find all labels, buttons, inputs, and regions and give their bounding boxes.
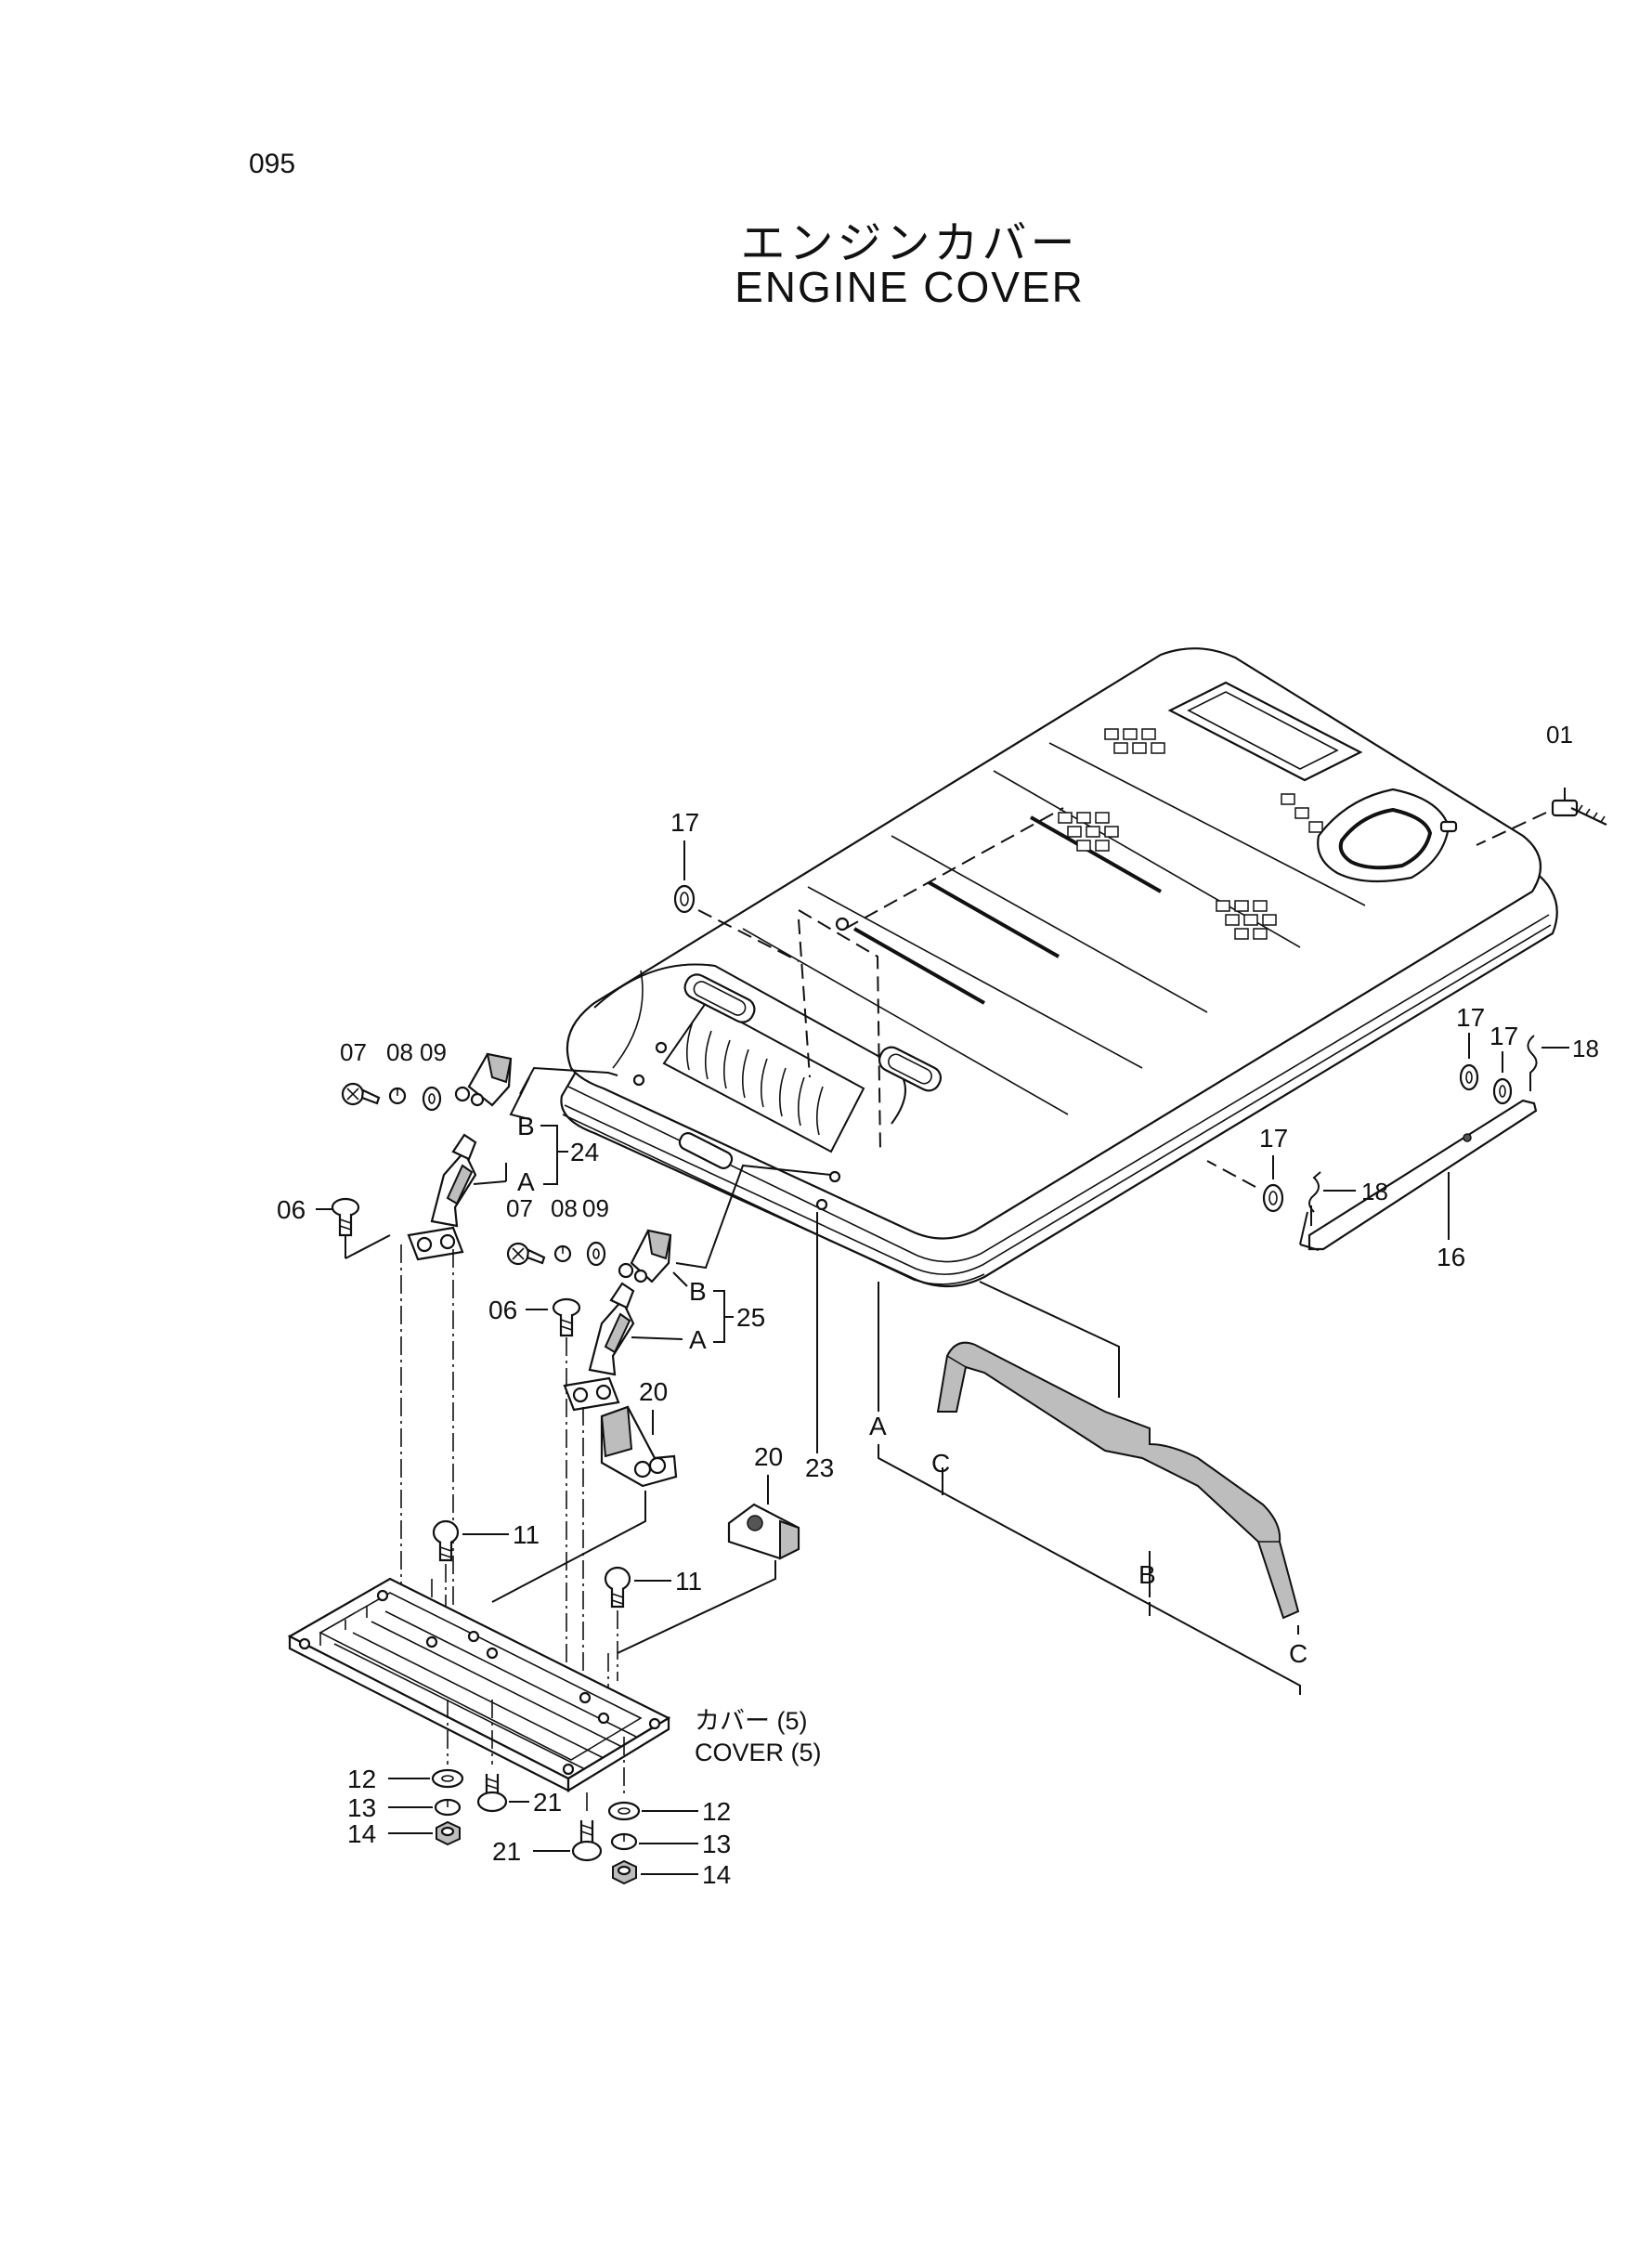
callout-20-a: 20 [639, 1377, 668, 1406]
hinge-assembly-24: 07 08 09 B A 24 06 [277, 1038, 618, 1261]
callout-18-b: 18 [1361, 1178, 1388, 1205]
callout-24: 24 [570, 1138, 599, 1166]
callout-23: 23 [805, 1453, 834, 1482]
sublabel-c-left: C [931, 1449, 950, 1478]
callout-21-b: 21 [492, 1837, 521, 1866]
cover-5-plate: カバー (5) COVER (5) [287, 1577, 822, 1792]
callout-21-a: 21 [533, 1788, 562, 1817]
seal-strip: 23 A C B C [805, 1212, 1307, 1695]
bolt-11-right: 11 [604, 1566, 702, 1681]
callout-08-a: 08 [386, 1038, 413, 1066]
sublabel-a-25: A [689, 1325, 707, 1354]
lockwasher-13-right: 13 [610, 1830, 731, 1858]
callout-12-a: 12 [347, 1765, 376, 1793]
bracket-20-right: 20 [617, 1442, 800, 1654]
callout-09-a: 09 [420, 1038, 447, 1066]
bolt-01: 01 [1476, 721, 1607, 846]
bracket-20-left: 20 [491, 1377, 678, 1603]
callout-07-a: 07 [340, 1038, 367, 1066]
page-number: 095 [249, 149, 296, 179]
sublabel-b-24: B [517, 1112, 535, 1140]
sublabel-c-right: C [1289, 1639, 1307, 1668]
title-japanese: エンジンカバー [740, 219, 1079, 268]
hinge-assembly-25: 07 08 09 B A 25 06 [488, 1164, 832, 1412]
callout-09-b: 09 [582, 1194, 609, 1222]
callout-06-a: 06 [277, 1195, 306, 1224]
title-english: ENGINE COVER [735, 263, 1085, 311]
nut-14-right: 14 [612, 1859, 731, 1889]
callout-16: 16 [1437, 1243, 1465, 1271]
engine-cover [560, 647, 1558, 1288]
rod-16-assembly: 17 17 18 18 16 17 [1206, 1003, 1599, 1271]
bolt-21-right: 21 [492, 1792, 603, 1866]
bolt-21-left: 21 [476, 1700, 562, 1817]
washer-12-right: 12 [607, 1737, 731, 1826]
sublabel-a-seal: A [869, 1412, 887, 1440]
subassembly-en: COVER (5) [695, 1739, 822, 1766]
callout-18-a: 18 [1572, 1035, 1599, 1062]
sublabel-b-25: B [689, 1277, 707, 1306]
callout-07-b: 07 [506, 1194, 533, 1222]
callout-14-b: 14 [702, 1860, 731, 1889]
nut-14-left: 14 [347, 1819, 461, 1848]
callout-01: 01 [1546, 721, 1573, 749]
callout-06-b: 06 [488, 1296, 517, 1324]
sublabel-b-seal: B [1138, 1560, 1156, 1589]
callout-11-b: 11 [675, 1567, 702, 1596]
callout-14-a: 14 [347, 1819, 376, 1848]
bolt-11-left: 11 [432, 1519, 540, 1625]
lockwasher-13-left: 13 [347, 1793, 462, 1822]
callout-17-top: 17 [670, 808, 699, 837]
callout-17-c: 17 [1489, 1022, 1518, 1050]
callout-17-d: 17 [1259, 1124, 1288, 1153]
subassembly-jp: カバー (5) [695, 1707, 808, 1735]
callout-13-a: 13 [347, 1793, 376, 1822]
callout-08-b: 08 [551, 1194, 578, 1222]
callout-13-b: 13 [702, 1830, 731, 1858]
callout-25: 25 [736, 1303, 765, 1332]
callout-12-b: 12 [702, 1797, 731, 1826]
callout-17-b: 17 [1456, 1003, 1485, 1032]
sublabel-a-24: A [517, 1167, 535, 1196]
washer-17-top: 17 [670, 808, 800, 962]
washer-12-left: 12 [347, 1700, 464, 1793]
callout-20-b: 20 [754, 1442, 783, 1471]
callout-11-a: 11 [513, 1520, 540, 1549]
